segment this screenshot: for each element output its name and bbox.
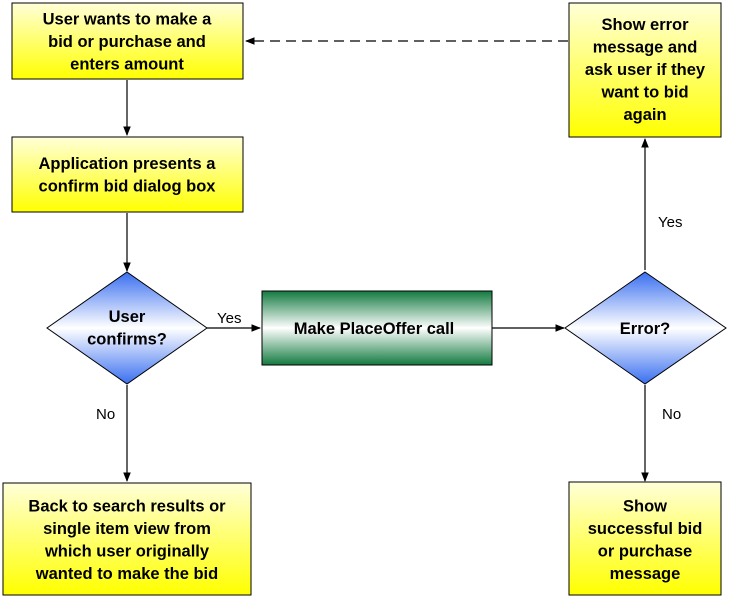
node-show-error-label: Show error message and ask user if they wan… [585, 16, 706, 124]
label-line: bid or purchase and [48, 33, 206, 51]
node-back-to-search-label: Back to search results or single item vie… [28, 497, 226, 583]
decision-user-confirms: User confirms? [46, 271, 208, 385]
node-show-success: Show successful bid or purchase message [568, 481, 722, 596]
node-enter-amount: User wants to make a bid or purchase and e… [11, 2, 244, 80]
node-show-success-label: Show successful bid or purchase message [588, 497, 703, 583]
node-show-error: Show error message and ask user if they wan… [568, 2, 722, 138]
connectors [123, 37, 649, 482]
label-line: message [610, 565, 681, 583]
label-line: message and [593, 39, 698, 57]
label-line: confirm bid dialog box [39, 177, 217, 195]
label-line: Back to search results or [28, 497, 226, 515]
label-line: or purchase [598, 542, 692, 560]
label-line: Show error [601, 16, 689, 34]
label-line: User [109, 308, 146, 326]
label-line: successful bid [588, 520, 703, 538]
label-line: want to bid [600, 84, 688, 102]
label-line: Make PlaceOffer call [294, 320, 455, 338]
label-line: enters amount [70, 56, 184, 74]
label-line: Application presents a [39, 155, 217, 173]
node-enter-amount-label: User wants to make a bid or purchase and e… [43, 11, 213, 74]
decision-error-label: Error? [620, 320, 670, 338]
edge-label-confirm-yes: Yes [217, 310, 241, 327]
label-line: again [623, 106, 666, 124]
decision-user-confirms-label: User confirms? [87, 308, 167, 349]
decision-error: Error? [564, 271, 727, 385]
process-place-offer: Make PlaceOffer call [261, 290, 493, 366]
label-line: which user originally [44, 542, 210, 560]
node-confirm-dialog: Application presents a confirm bid dialog… [11, 136, 244, 213]
node-confirm-dialog-label: Application presents a confirm bid dialog… [39, 155, 217, 196]
label-line: User wants to make a [43, 11, 213, 29]
label-line: confirms? [87, 330, 167, 348]
process-place-offer-label: Make PlaceOffer call [294, 320, 455, 338]
edge-label-error-no: No [662, 406, 681, 423]
label-line: single item view from [43, 520, 211, 538]
label-line: Error? [620, 320, 670, 338]
label-line: Show [623, 497, 667, 515]
label-line: wanted to make the bid [35, 565, 218, 583]
edge-label-confirm-no: No [96, 406, 115, 423]
node-back-to-search: Back to search results or single item vie… [2, 482, 252, 596]
label-line: ask user if they [585, 61, 706, 79]
edge-label-error-yes: Yes [658, 214, 682, 231]
